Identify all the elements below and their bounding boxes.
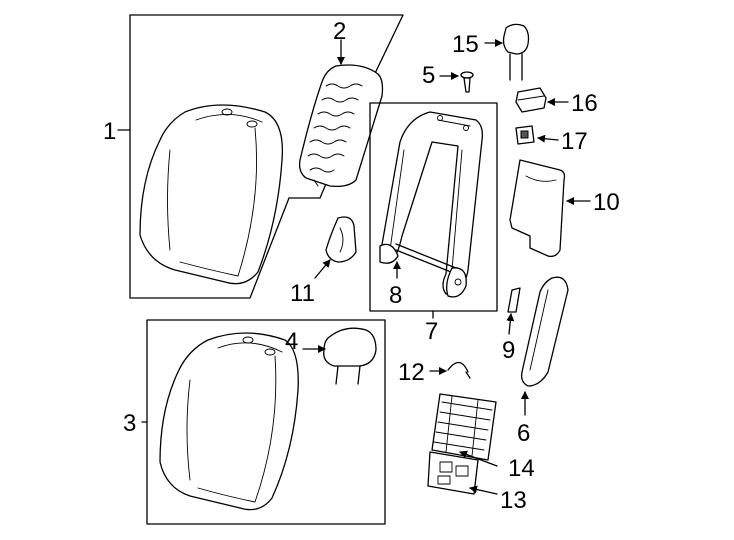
callout-11: 11: [290, 280, 315, 307]
callout-9: 9: [502, 337, 515, 364]
trim-strip-9: [507, 287, 521, 313]
leader-lines: [302, 39, 591, 495]
callout-5: 5: [422, 62, 435, 89]
callout-12: 12: [398, 359, 425, 386]
side-trim-6: [520, 276, 569, 387]
group-box-1: [117, 14, 404, 299]
callout-3: 3: [123, 410, 136, 437]
callout-7: 7: [425, 318, 438, 345]
back-panel-10: [509, 159, 566, 258]
callout-15: 15: [452, 31, 479, 58]
lumbar-support-14: [431, 393, 497, 461]
callout-1: 1: [103, 118, 116, 145]
seat-back-cover-1: [139, 104, 284, 285]
headrest-guide-16: [515, 87, 547, 113]
callout-labels: 1 2 3 4 5 6 7 8 9 10 11 12 13 14 15 16 1…: [103, 18, 620, 514]
group-box-3: [141, 319, 386, 525]
callout-17: 17: [561, 128, 588, 155]
recliner-cover-11: [325, 216, 357, 263]
seat-back-frame-7: [379, 111, 484, 298]
callout-2: 2: [333, 18, 346, 45]
latch-17: [515, 125, 535, 145]
headrest-4: [323, 327, 377, 385]
seat-back-cover-3: [159, 332, 299, 511]
seat-heater-element-2: [298, 64, 384, 188]
callout-16: 16: [571, 90, 598, 117]
callout-13: 13: [500, 487, 527, 514]
callout-10: 10: [593, 189, 620, 216]
callout-14: 14: [508, 455, 535, 482]
callout-4: 4: [285, 328, 298, 355]
wire-12: [447, 361, 471, 379]
callout-6: 6: [517, 420, 530, 447]
callout-8: 8: [389, 282, 402, 309]
screw-5: [460, 71, 474, 93]
group-box-7: [369, 102, 498, 319]
headrest-15: [502, 23, 530, 81]
